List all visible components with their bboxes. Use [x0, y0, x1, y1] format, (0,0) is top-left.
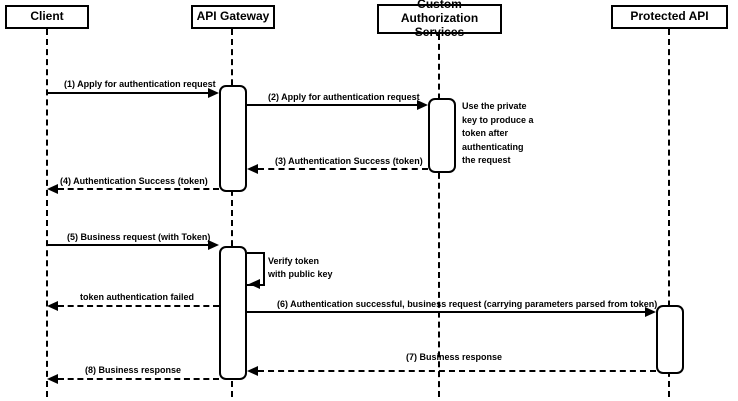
message-8-arrowhead-icon	[47, 374, 58, 384]
message-3-label: (3) Authentication Success (token)	[275, 156, 423, 166]
message-1-label: (1) Apply for authentication request	[64, 79, 216, 89]
activation-api-gateway-auth	[219, 85, 247, 192]
message-8-line	[58, 378, 219, 380]
message-6-line	[247, 311, 646, 313]
message-2-line	[247, 104, 418, 106]
message-6-arrowhead-icon	[645, 307, 656, 317]
self-message-arrowhead-icon	[249, 279, 260, 289]
note-private-key: Use the private key to produce a token a…	[462, 101, 534, 165]
message-5-line	[47, 244, 209, 246]
message-4-label: (4) Authentication Success (token)	[60, 176, 208, 186]
lifeline-client	[46, 29, 48, 397]
message-7-arrowhead-icon	[247, 366, 258, 376]
message-5-arrowhead-icon	[208, 240, 219, 250]
message-5-label: (5) Business request (with Token)	[67, 232, 211, 242]
lifeline-custom-authorization-services	[438, 34, 440, 397]
message-3-line	[258, 168, 428, 170]
participant-custom-authorization-services: Custom Authorization Services	[377, 0, 502, 39]
message-2-label: (2) Apply for authentication request	[268, 92, 420, 102]
message-token-failed-line	[58, 305, 219, 307]
self-message-label: Verify token with public key	[268, 256, 333, 279]
lifeline-protected-api	[668, 29, 670, 397]
participant-api-gateway: API Gateway	[191, 5, 275, 29]
message-6-label: (6) Authentication successful, business …	[277, 299, 658, 309]
message-7-label: (7) Business response	[406, 352, 503, 362]
participant-protected-api: Protected API	[611, 5, 728, 29]
activation-custom-auth-services	[428, 98, 456, 173]
message-4-arrowhead-icon	[47, 184, 58, 194]
message-1-line	[47, 92, 209, 94]
message-token-failed-label: token authentication failed	[80, 292, 195, 302]
activation-protected-api	[656, 305, 684, 374]
message-3-arrowhead-icon	[247, 164, 258, 174]
participant-client: Client	[5, 5, 89, 29]
message-1-arrowhead-icon	[208, 88, 219, 98]
message-8-label: (8) Business response	[85, 365, 182, 375]
activation-api-gateway-business	[219, 246, 247, 380]
message-4-line	[58, 188, 219, 190]
message-token-failed-arrowhead-icon	[47, 301, 58, 311]
message-7-line	[258, 370, 656, 372]
lifeline-api-gateway	[231, 29, 233, 397]
message-2-arrowhead-icon	[417, 100, 428, 110]
